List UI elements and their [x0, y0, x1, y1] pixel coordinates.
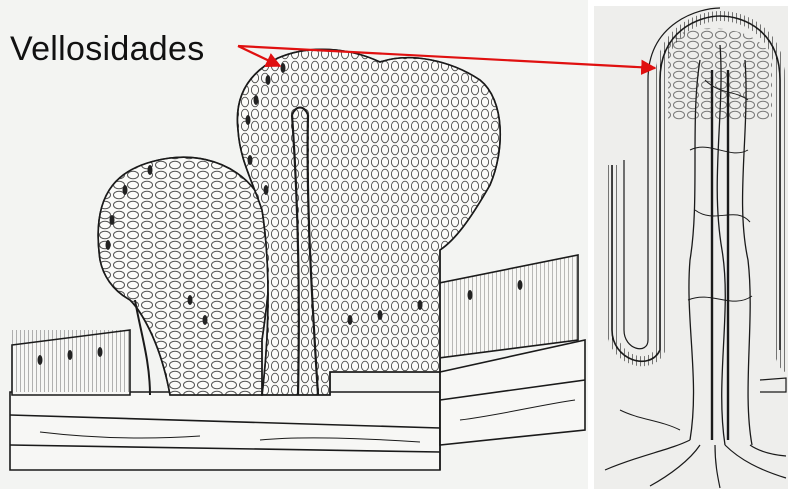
- arrow-to-left-villus: [238, 46, 280, 66]
- intestinal-wall: [10, 49, 585, 470]
- single-villus: [605, 8, 788, 488]
- villi-label: Vellosidades: [10, 30, 205, 69]
